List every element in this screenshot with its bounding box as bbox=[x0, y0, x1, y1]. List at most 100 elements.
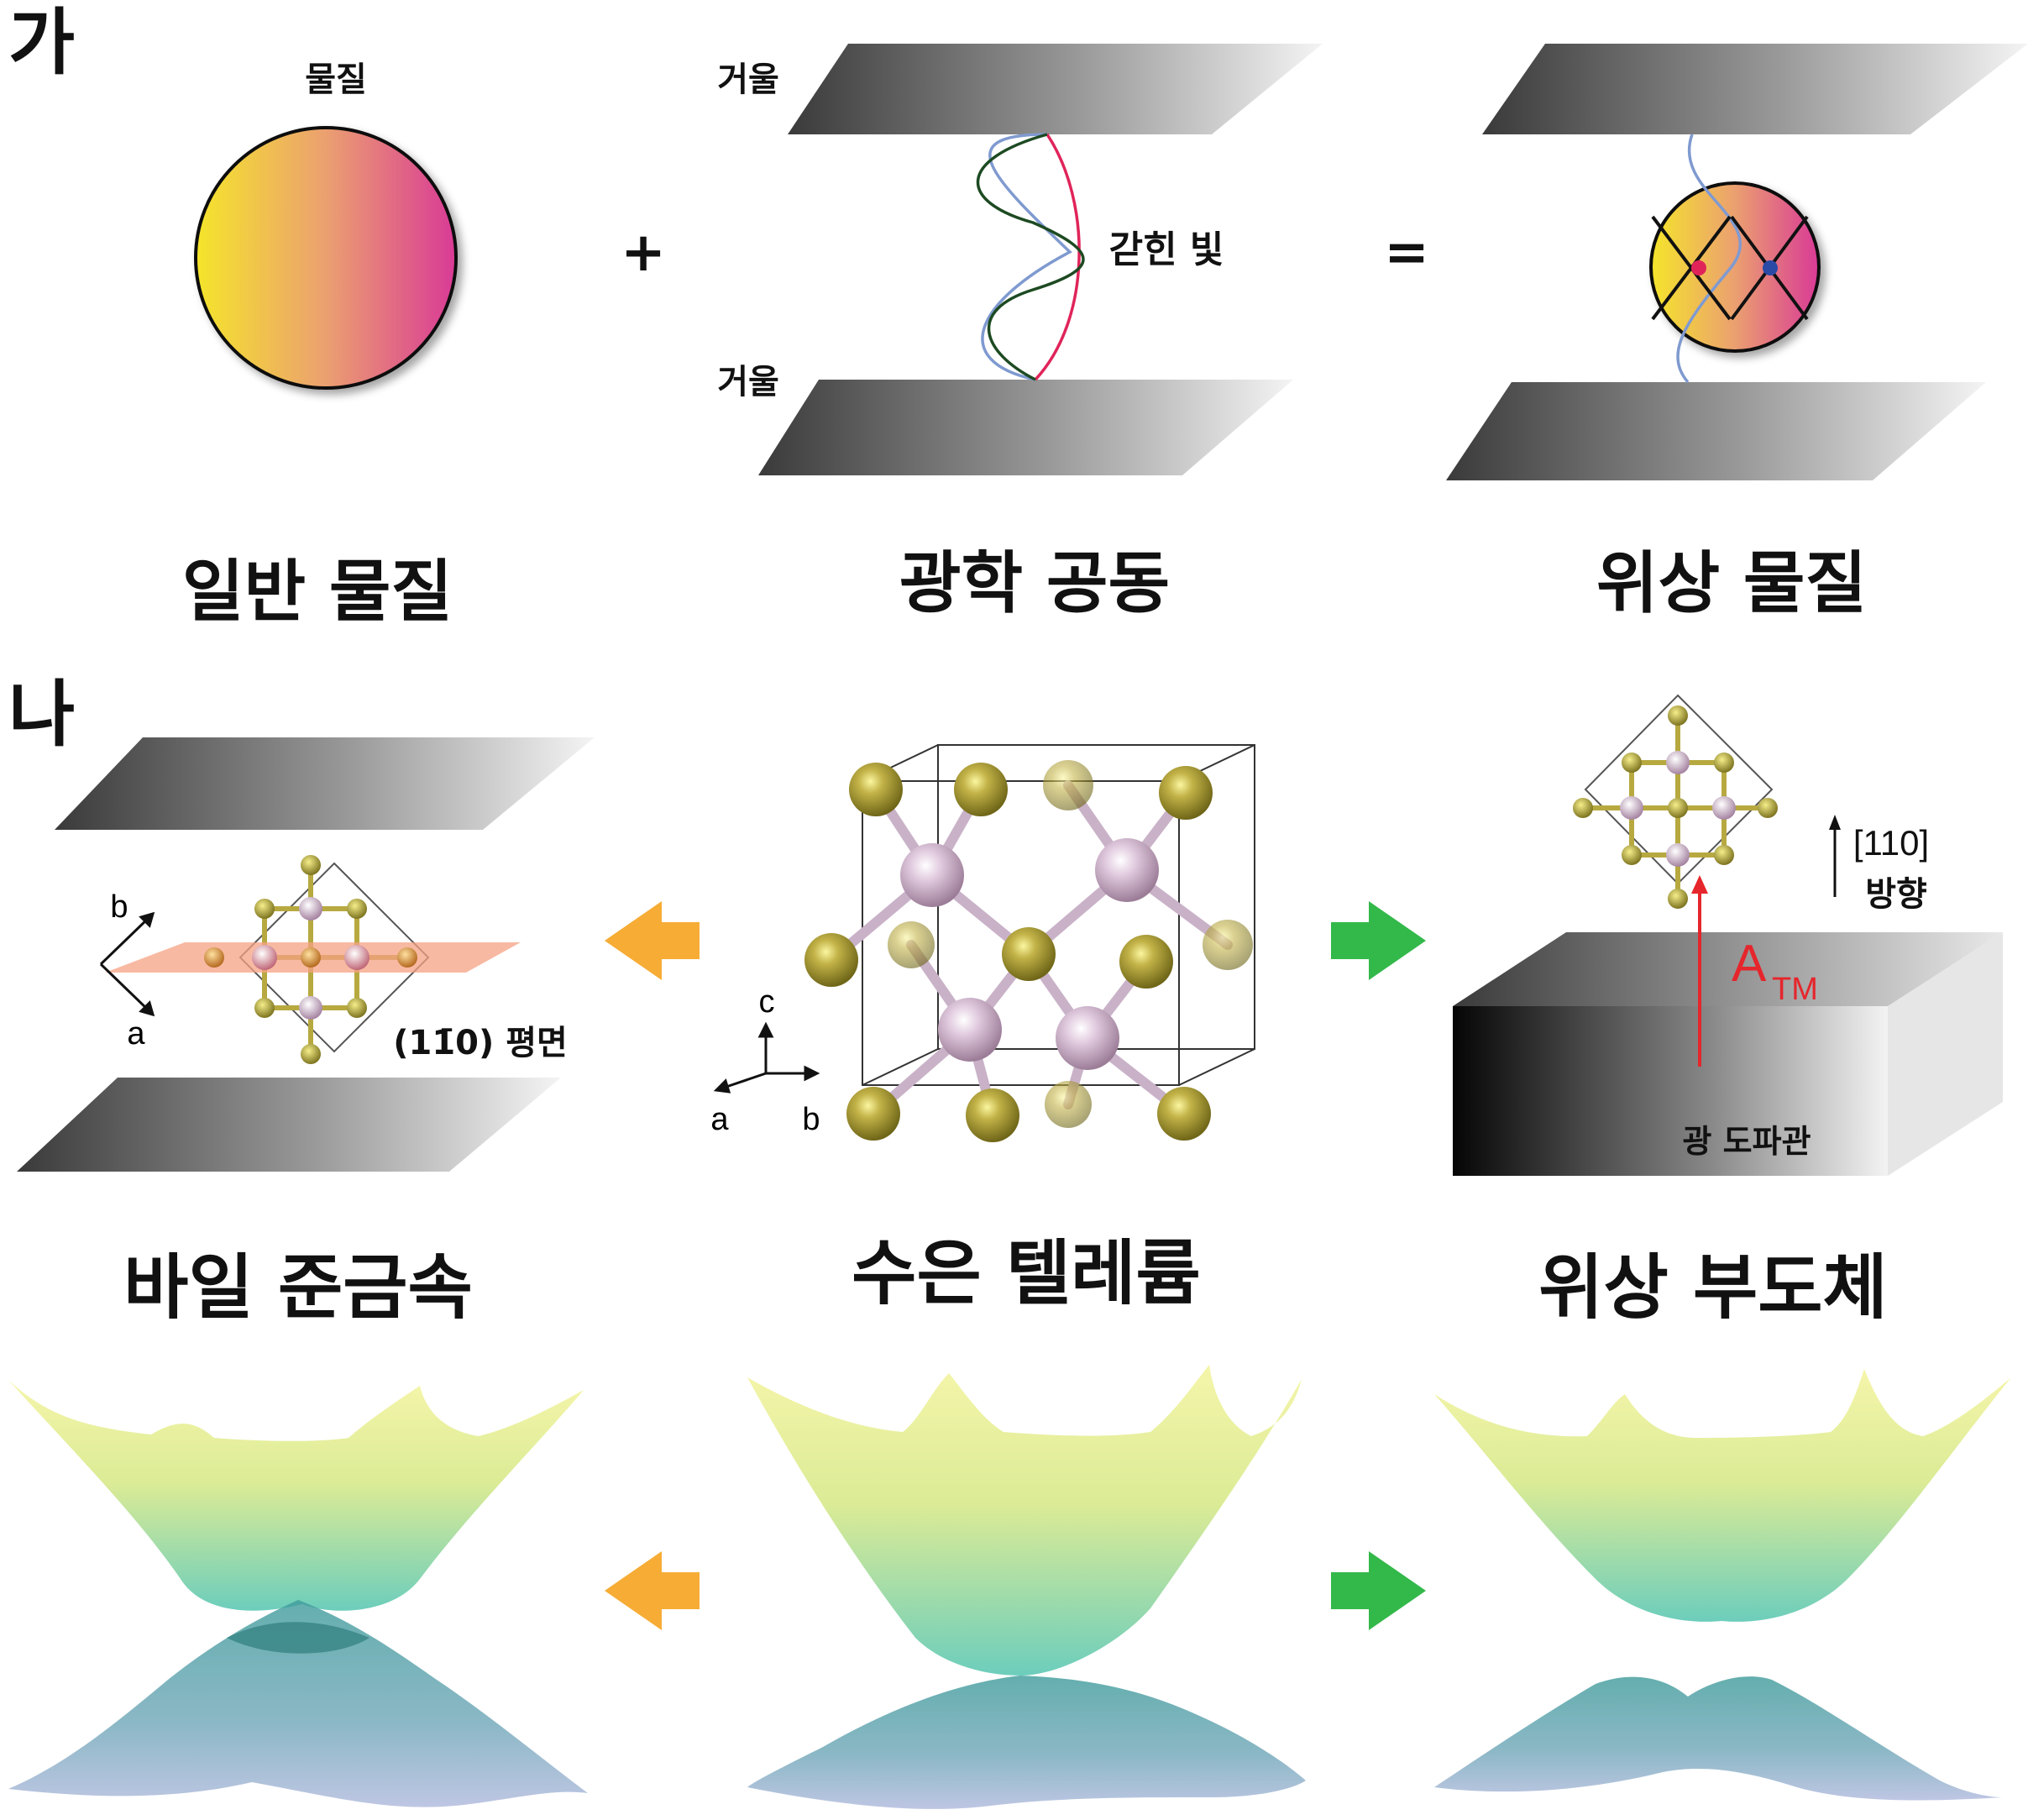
waveguide bbox=[1453, 694, 2003, 1176]
topological-cavity bbox=[1446, 44, 2028, 480]
axis-a-label: a bbox=[127, 1016, 145, 1052]
material-label: 물질 bbox=[305, 60, 367, 99]
hg-atom bbox=[252, 945, 277, 970]
hg-atom bbox=[1666, 843, 1690, 867]
te-atom bbox=[1622, 753, 1642, 773]
topological-sphere bbox=[1649, 181, 1821, 353]
hg-atom bbox=[299, 996, 322, 1020]
te-atom bbox=[1045, 1081, 1092, 1128]
field-label-sub: TM bbox=[1772, 972, 1818, 1007]
te-atom bbox=[301, 1044, 321, 1064]
waveguide-side bbox=[1888, 932, 2003, 1176]
mirror-top-b bbox=[55, 737, 595, 830]
caption-mercury-telluride: 수은 텔레륨 bbox=[852, 1232, 1201, 1314]
band-topological bbox=[1434, 1369, 2011, 1801]
caption-topological-material: 위상 물질 bbox=[1596, 544, 1867, 622]
unit-cell-diamond bbox=[238, 862, 430, 1053]
direction-label-line1: [110] bbox=[1853, 823, 1929, 863]
band-weyl-lower bbox=[8, 1600, 588, 1807]
arrow-right-green-bottom bbox=[1331, 1551, 1426, 1630]
te-atom bbox=[254, 998, 275, 1018]
band-hgte bbox=[747, 1365, 1306, 1809]
hg-atom bbox=[1095, 838, 1159, 902]
caption-topological-insulator: 위상 부도체 bbox=[1538, 1246, 1888, 1329]
trapped-light-label: 갇힌 빛 bbox=[1109, 228, 1224, 271]
caption-weyl-semimetal: 바일 준금속 bbox=[123, 1246, 473, 1329]
te-atom bbox=[849, 763, 903, 816]
wave-blue bbox=[981, 133, 1072, 381]
weyl-point-red bbox=[1691, 260, 1706, 275]
mirror-bottom-right bbox=[1446, 382, 1986, 480]
mirror-top bbox=[788, 44, 1323, 134]
te-atom bbox=[1043, 760, 1093, 810]
te-atom bbox=[1714, 753, 1734, 773]
te-atom bbox=[804, 933, 858, 987]
plane-label: (11̄0) 평면 bbox=[393, 1024, 568, 1062]
hg-atom bbox=[299, 897, 322, 920]
weyl-point-blue bbox=[1763, 260, 1778, 275]
te-atom bbox=[1573, 798, 1593, 818]
waveguide-front bbox=[1453, 1006, 1888, 1176]
axis-c-mid-label: c bbox=[759, 984, 775, 1020]
te-atom bbox=[204, 947, 224, 968]
field-arrow-head bbox=[1691, 875, 1708, 894]
band-weyl bbox=[8, 1380, 588, 1807]
arrow-left-orange-bottom bbox=[605, 1551, 700, 1630]
axis-b-mid-label: b bbox=[802, 1102, 820, 1137]
mirror-top-right bbox=[1482, 44, 2028, 134]
axis-a-mid-label: a bbox=[710, 1102, 729, 1137]
te-atom bbox=[1622, 845, 1642, 865]
te-atom bbox=[301, 947, 321, 968]
panel-b-letter: 나 bbox=[8, 673, 75, 757]
wave-through-sphere bbox=[1676, 134, 1742, 384]
band-hgte-upper bbox=[747, 1365, 1302, 1676]
hgte-crystal bbox=[713, 744, 1255, 1142]
te-atom bbox=[347, 899, 367, 919]
te-atom bbox=[1758, 798, 1778, 818]
te-atom bbox=[1203, 920, 1253, 970]
hg-atom bbox=[1620, 796, 1643, 820]
wave-green bbox=[976, 133, 1085, 381]
band-ti-lower bbox=[1434, 1676, 2003, 1801]
arrow-right-green-top bbox=[1331, 901, 1426, 980]
weyl-cavity bbox=[17, 737, 595, 1172]
te-atom bbox=[1119, 935, 1173, 989]
plain-material-sphere bbox=[194, 126, 458, 390]
panel-a-letter: 가 bbox=[8, 1, 75, 85]
te-atom bbox=[1714, 845, 1734, 865]
axes-left bbox=[99, 911, 155, 1017]
hg-atom bbox=[1712, 796, 1736, 820]
te-atom bbox=[1159, 766, 1213, 820]
axis-b-label: b bbox=[110, 889, 128, 925]
waveguide-label: 광 도파관 bbox=[1682, 1123, 1811, 1160]
arrow-left-orange-top bbox=[605, 901, 700, 980]
axes-mid bbox=[713, 1021, 820, 1094]
te-atom bbox=[1668, 798, 1688, 818]
equals-sign: = bbox=[1384, 222, 1429, 284]
plus-sign: + bbox=[621, 222, 666, 284]
band-ti-upper bbox=[1434, 1369, 2011, 1622]
te-atom bbox=[888, 921, 935, 968]
band-weyl-upper bbox=[8, 1380, 584, 1611]
direction-label-line2: 방향 bbox=[1865, 875, 1927, 914]
hg-atom bbox=[1056, 1006, 1119, 1070]
band-hgte-lower bbox=[747, 1676, 1306, 1809]
te-atom bbox=[1668, 705, 1688, 726]
hg-atom bbox=[938, 998, 1002, 1062]
caption-ordinary-material: 일반 물질 bbox=[182, 553, 453, 631]
mirror-bottom-label: 거울 bbox=[717, 363, 779, 401]
mirror-bottom bbox=[758, 380, 1293, 475]
wave-red bbox=[1034, 134, 1081, 381]
mirror-bottom-b bbox=[17, 1078, 561, 1172]
hg-atom bbox=[1666, 751, 1690, 774]
hg-atom bbox=[344, 945, 369, 970]
te-atom bbox=[397, 947, 417, 968]
te-atom bbox=[1157, 1087, 1211, 1141]
direction-arrow-head bbox=[1829, 815, 1841, 830]
optical-cavity bbox=[758, 44, 1323, 475]
caption-optical-cavity: 광학 공동 bbox=[899, 544, 1170, 622]
te-atom bbox=[1668, 889, 1688, 909]
te-atom bbox=[954, 763, 1008, 816]
waveguide-top bbox=[1453, 932, 2003, 1006]
